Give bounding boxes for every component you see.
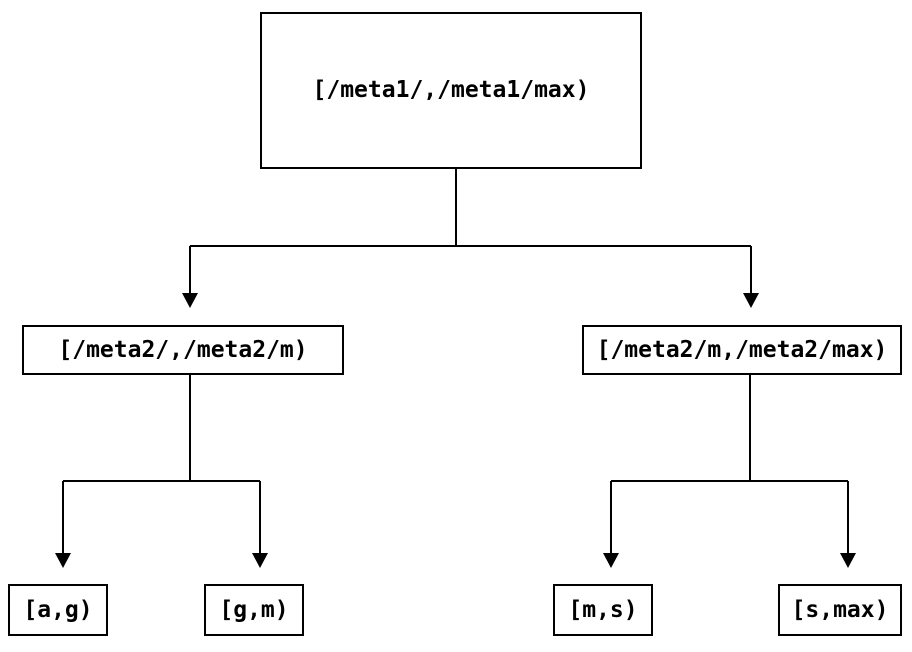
node-leaf-gm: [g,m): [204, 584, 304, 636]
arrowhead-to-leaf-smax: [840, 553, 856, 568]
edges-from-right: [603, 375, 856, 568]
edges-from-left: [55, 375, 268, 568]
node-leaf-ag: [a,g): [8, 584, 108, 636]
node-leaf-smax: [s,max): [778, 584, 902, 636]
arrowhead-to-leaf-ms: [603, 553, 619, 568]
node-leaf-ms: [m,s): [553, 584, 653, 636]
node-meta2-low: [/meta2/,/meta2/m): [22, 325, 344, 375]
arrowhead-to-right: [743, 293, 759, 308]
arrowhead-to-left: [182, 293, 198, 308]
arrowhead-to-leaf-ag: [55, 553, 71, 568]
arrowhead-to-leaf-gm: [252, 553, 268, 568]
node-root: [/meta1/,/meta1/max): [260, 12, 642, 169]
edges-from-root: [182, 169, 759, 308]
node-meta2-high: [/meta2/m,/meta2/max): [582, 325, 902, 375]
